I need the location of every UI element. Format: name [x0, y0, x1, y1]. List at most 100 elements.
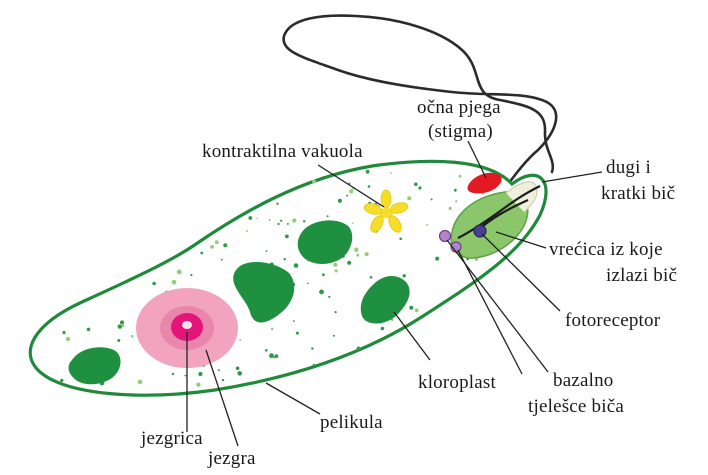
granule — [333, 263, 337, 267]
granule — [256, 218, 258, 220]
label-nucleolus: jezgrica — [141, 429, 203, 448]
granule — [347, 261, 351, 265]
granule — [237, 371, 242, 376]
granule — [366, 170, 370, 174]
label-flagella-1: dugi i — [606, 158, 651, 177]
granule — [409, 306, 413, 310]
granule — [381, 327, 385, 331]
granule — [407, 196, 411, 200]
granule — [122, 324, 125, 327]
label-basal-body-1: bazalno — [553, 371, 613, 390]
granule — [368, 185, 371, 188]
granule — [312, 179, 316, 183]
label-photoreceptor: fotoreceptor — [565, 311, 660, 330]
label-pellicle: pelikula — [320, 413, 383, 432]
granule — [346, 195, 348, 197]
granule — [403, 274, 406, 277]
granule — [248, 216, 252, 220]
granule — [172, 373, 174, 375]
granule — [454, 189, 457, 192]
granule — [327, 215, 329, 217]
granule — [223, 243, 227, 247]
granule — [277, 223, 279, 225]
granule — [333, 335, 335, 337]
granule — [335, 269, 338, 272]
photoreceptor-body — [474, 225, 486, 237]
label-flagella-2: kratki bič — [601, 184, 675, 203]
granule — [328, 296, 330, 298]
granule — [303, 220, 305, 222]
granule — [449, 207, 452, 210]
granule — [269, 353, 274, 358]
granule — [349, 189, 353, 193]
granule — [296, 332, 299, 335]
granule — [390, 172, 392, 174]
granule — [269, 219, 271, 221]
granule — [335, 311, 337, 313]
granule — [62, 331, 65, 334]
granule — [177, 270, 182, 275]
granule — [431, 198, 433, 200]
granule — [215, 240, 219, 244]
granule — [294, 263, 299, 268]
basal-body-1 — [440, 231, 451, 242]
granule — [190, 274, 192, 276]
granule — [415, 309, 419, 313]
granule — [459, 175, 462, 178]
granule — [352, 223, 354, 225]
granule — [313, 364, 315, 366]
granule — [284, 258, 286, 260]
granule — [172, 280, 177, 285]
granule — [265, 349, 268, 352]
granule — [435, 257, 439, 261]
granule — [131, 335, 134, 338]
granule — [120, 320, 124, 324]
granule — [370, 276, 373, 279]
granule — [293, 320, 295, 322]
granule — [246, 230, 248, 232]
granule — [236, 367, 240, 371]
label-basal-body-2: tjelešce biča — [528, 397, 624, 416]
granule — [399, 238, 402, 241]
granule — [354, 248, 358, 252]
granule — [307, 283, 309, 285]
granule — [218, 369, 220, 371]
label-stigma-1: očna pjega — [417, 98, 501, 117]
granule — [356, 254, 359, 257]
label-chloroplast: kloroplast — [418, 373, 496, 392]
granule — [442, 301, 444, 303]
leader-pellicle — [266, 383, 320, 414]
granule — [338, 199, 342, 203]
granule — [418, 186, 421, 189]
granule — [152, 282, 156, 286]
label-reservoir-1: vrećica iz koje — [549, 240, 663, 259]
granule — [275, 354, 279, 358]
granule — [210, 245, 214, 249]
granule — [196, 383, 200, 387]
granule — [222, 379, 224, 381]
granule — [365, 252, 369, 256]
nucleolus-highlight — [182, 321, 192, 329]
granule — [455, 200, 457, 202]
granule — [66, 337, 70, 341]
label-contractile-vacuole: kontraktilna vakuola — [202, 142, 363, 161]
granule — [266, 250, 268, 252]
label-reservoir-2: izlazi bič — [606, 266, 677, 285]
granule — [138, 380, 143, 385]
granule — [426, 224, 428, 226]
granule — [285, 235, 289, 239]
granule — [239, 339, 241, 341]
leader-flagella — [542, 172, 602, 182]
granule — [118, 324, 122, 328]
granule — [287, 223, 289, 225]
granule — [271, 328, 274, 331]
label-stigma-2: (stigma) — [428, 122, 493, 141]
granule — [87, 328, 91, 332]
granule — [117, 339, 120, 342]
granule — [276, 203, 278, 205]
granule — [322, 273, 325, 276]
label-nucleus: jezgra — [208, 449, 256, 468]
granule — [292, 218, 296, 222]
granule — [221, 259, 223, 261]
